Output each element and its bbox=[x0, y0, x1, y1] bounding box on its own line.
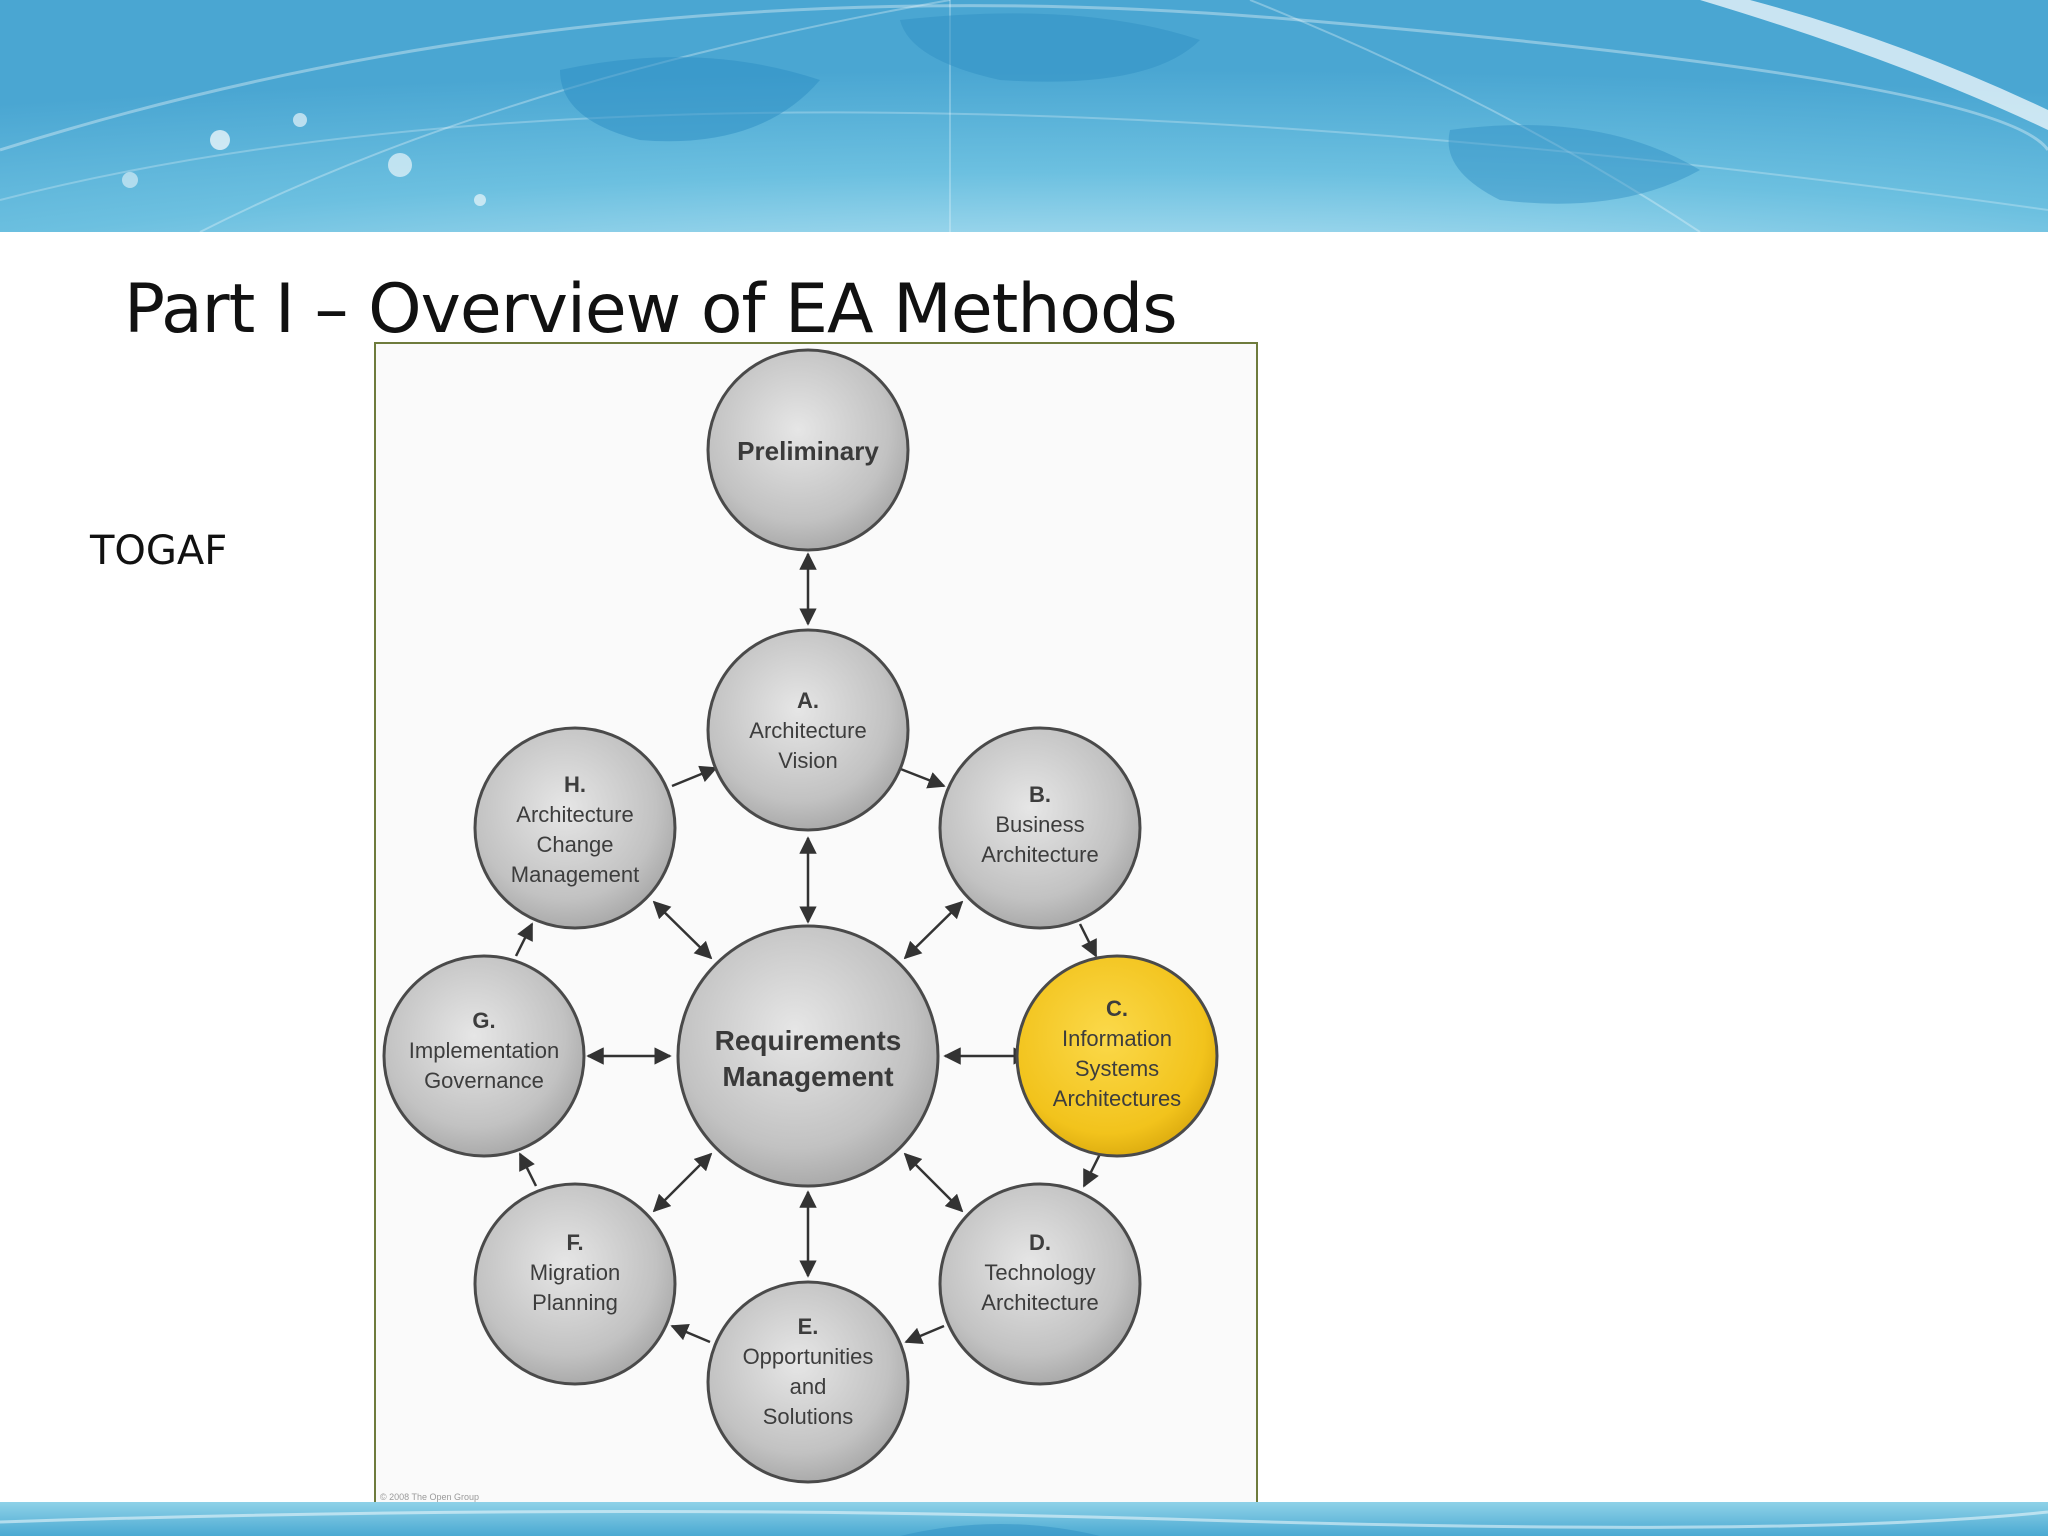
phase-b-business-architecture: B. Business Architecture bbox=[938, 726, 1142, 930]
svg-text:B.: B. bbox=[1029, 782, 1051, 807]
copyright-note: © 2008 The Open Group bbox=[380, 1492, 479, 1502]
arrow-f-g bbox=[518, 1152, 538, 1187]
svg-text:Business: Business bbox=[995, 812, 1084, 837]
arrow-d-e bbox=[904, 1324, 945, 1344]
svg-text:Vision: Vision bbox=[778, 748, 838, 773]
arrow-b-center bbox=[903, 900, 964, 960]
svg-text:Migration: Migration bbox=[530, 1260, 620, 1285]
arrow-g-h bbox=[514, 922, 534, 957]
svg-text:Technology: Technology bbox=[984, 1260, 1095, 1285]
phase-preliminary: Preliminary bbox=[706, 348, 910, 552]
svg-text:Implementation: Implementation bbox=[409, 1038, 559, 1063]
arrow-e-f bbox=[670, 1324, 711, 1344]
arrow-b-c bbox=[1078, 923, 1098, 958]
svg-text:Architecture: Architecture bbox=[981, 1290, 1098, 1315]
phase-g-implementation-governance: G. Implementation Governance bbox=[382, 954, 586, 1158]
svg-text:G.: G. bbox=[472, 1008, 495, 1033]
svg-text:Management: Management bbox=[511, 862, 639, 887]
svg-text:Governance: Governance bbox=[424, 1068, 544, 1093]
svg-text:F.: F. bbox=[566, 1230, 583, 1255]
phase-a-architecture-vision: A. Architecture Vision bbox=[706, 628, 910, 832]
phase-e-opportunities-and-solutions: E. Opportunities and Solutions bbox=[706, 1280, 910, 1484]
svg-text:and: and bbox=[790, 1374, 827, 1399]
svg-text:C.: C. bbox=[1106, 996, 1128, 1021]
svg-text:D.: D. bbox=[1029, 1230, 1051, 1255]
svg-text:Planning: Planning bbox=[532, 1290, 618, 1315]
arrow-h-center bbox=[652, 900, 713, 960]
svg-text:A.: A. bbox=[797, 688, 819, 713]
svg-text:Solutions: Solutions bbox=[763, 1404, 854, 1429]
arrow-a-b bbox=[897, 766, 946, 789]
togaf-adm-diagram: Preliminary A. Architecture Vision B. Bu… bbox=[374, 342, 1258, 1504]
svg-text:Requirements: Requirements bbox=[715, 1025, 902, 1056]
svg-text:Systems: Systems bbox=[1075, 1056, 1159, 1081]
phase-d-technology-architecture: D. Technology Architecture bbox=[938, 1182, 1142, 1386]
svg-text:Architectures: Architectures bbox=[1053, 1086, 1181, 1111]
framework-label: TOGAF bbox=[90, 528, 228, 574]
svg-text:Information: Information bbox=[1062, 1026, 1172, 1051]
phase-f-migration-planning: F. Migration Planning bbox=[473, 1182, 677, 1386]
svg-text:Change: Change bbox=[536, 832, 613, 857]
footer-banner-image bbox=[0, 1502, 2048, 1536]
phase-h-architecture-change-management: H. Architecture Change Management bbox=[473, 726, 677, 930]
svg-text:Architecture: Architecture bbox=[981, 842, 1098, 867]
requirements-management-hub: Requirements Management bbox=[676, 924, 940, 1188]
arrow-f-center bbox=[652, 1152, 713, 1213]
phase-c-information-systems-architectures: C. Information Systems Architectures bbox=[1015, 954, 1219, 1158]
svg-text:E.: E. bbox=[798, 1314, 819, 1339]
slide-title: Part I – Overview of EA Methods bbox=[124, 270, 1178, 349]
arrow-h-a bbox=[671, 765, 718, 788]
svg-text:Architecture: Architecture bbox=[749, 718, 866, 743]
arrow-c-d bbox=[1082, 1153, 1102, 1188]
svg-text:Preliminary: Preliminary bbox=[737, 436, 879, 466]
svg-text:H.: H. bbox=[564, 772, 586, 797]
header-banner-image bbox=[0, 0, 2048, 232]
svg-text:Opportunities: Opportunities bbox=[743, 1344, 874, 1369]
arrow-d-center bbox=[903, 1152, 964, 1213]
svg-text:Architecture: Architecture bbox=[516, 802, 633, 827]
svg-text:Management: Management bbox=[722, 1061, 893, 1092]
